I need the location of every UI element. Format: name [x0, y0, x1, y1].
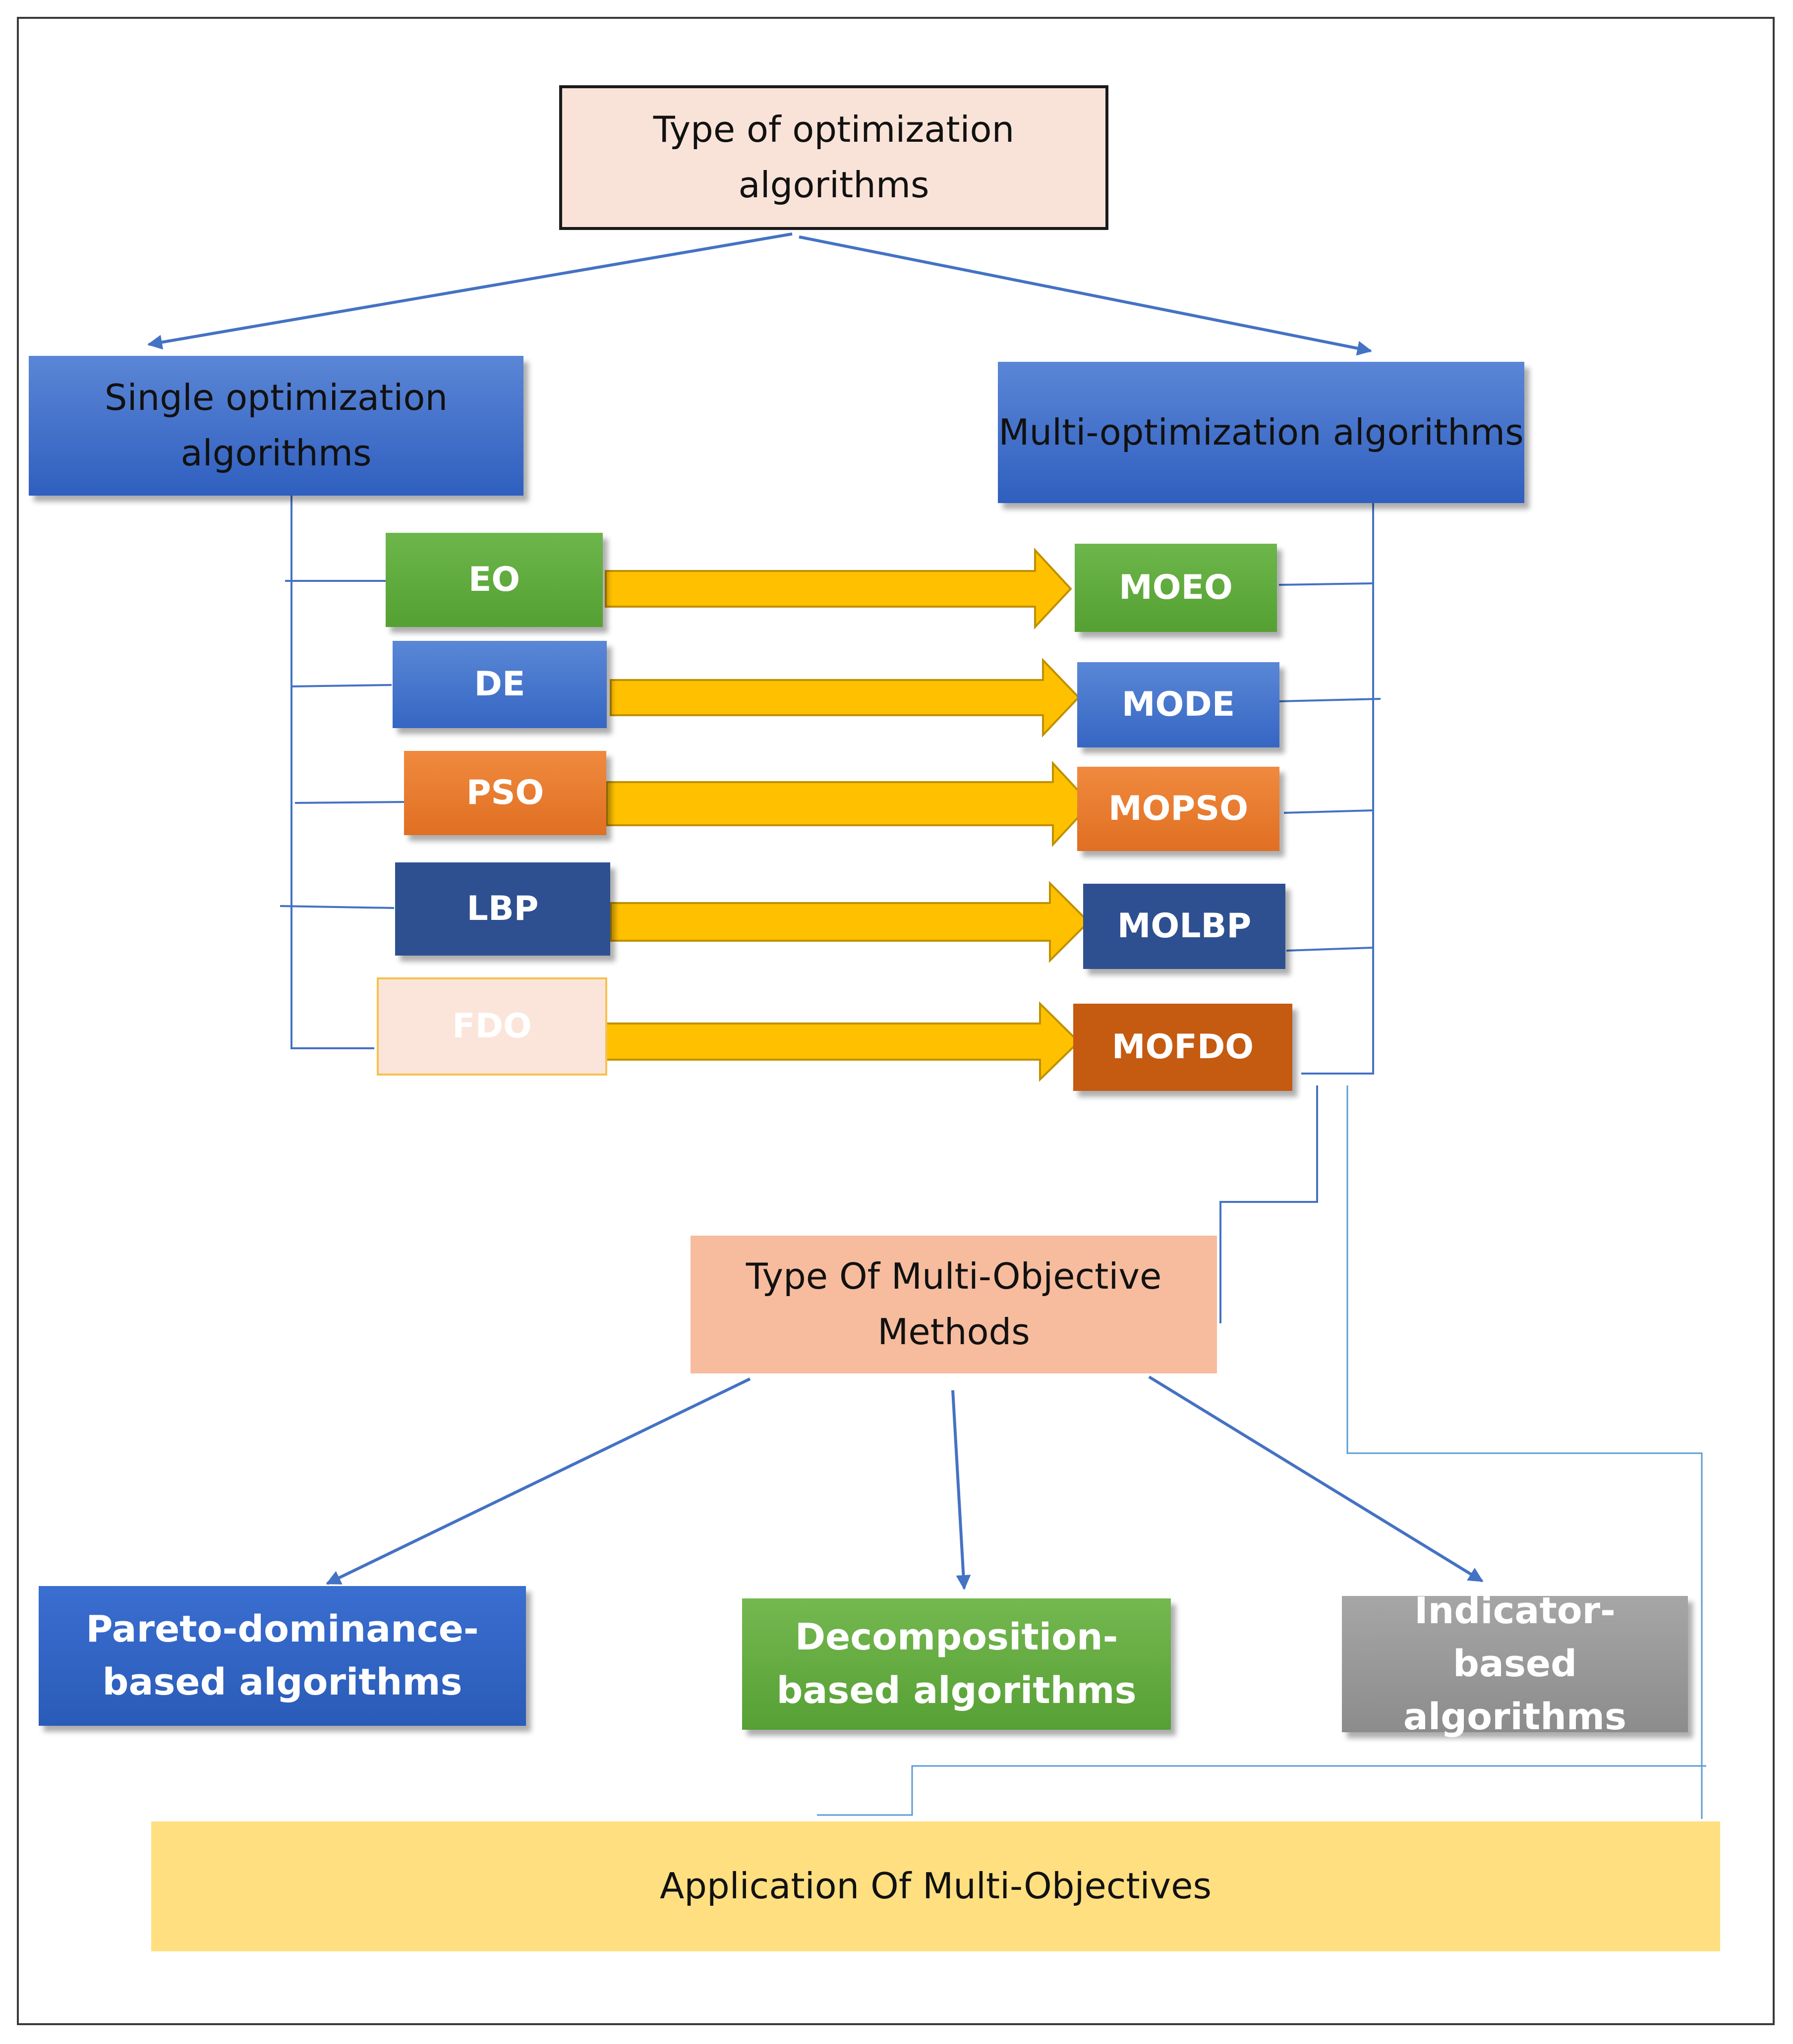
- algorithm-fdo: FDO: [377, 977, 607, 1076]
- method-pareto-dominance: Pareto-dominance-based algorithms: [39, 1586, 526, 1726]
- root-node: Type of optimization algorithms: [559, 85, 1108, 230]
- algorithm-label: MOLBP: [1117, 907, 1252, 946]
- methods-to-application-connector: [817, 1765, 1706, 1816]
- algorithm-mofdo: MOFDO: [1073, 1004, 1292, 1091]
- multi-objective-methods-node: Type Of Multi-Objective Methods: [691, 1236, 1217, 1373]
- multi-bracket: [1301, 503, 1374, 1075]
- methods-to-pareto-arrow: [326, 1377, 751, 1585]
- algorithm-label: MOFDO: [1111, 1027, 1254, 1067]
- transfer-arrow-lbp: [610, 881, 1090, 963]
- single-tick-lbp: [280, 905, 395, 909]
- transfer-arrow-fdo: [605, 1001, 1080, 1082]
- diagram-frame: [17, 17, 1775, 2025]
- multi-tick-mopso: [1283, 809, 1374, 814]
- multi-optimization-node: Multi-optimization algorithms: [998, 362, 1524, 503]
- single-bracket: [290, 496, 374, 1049]
- root-to-multi-arrow: [799, 235, 1372, 356]
- algorithm-label: EO: [468, 560, 521, 600]
- method-indicator: Indicator-based algorithms: [1342, 1590, 1688, 1738]
- single-tick-pso: [294, 801, 405, 804]
- multi-tick-molbp: [1286, 947, 1374, 952]
- multi-to-methods-connector: [1219, 1085, 1318, 1323]
- algorithm-pso: PSO: [404, 751, 606, 835]
- single-title: Single optimization algorithms: [104, 377, 448, 474]
- algorithm-label: MODE: [1121, 685, 1235, 725]
- single-optimization-node: Single optimization algorithms: [29, 356, 523, 496]
- algorithm-moeo: MOEO: [1075, 544, 1277, 632]
- algorithm-label: LBP: [466, 889, 539, 929]
- methods-title: Type Of Multi-Objective Methods: [746, 1255, 1162, 1353]
- multi-tick-mode: [1278, 698, 1381, 702]
- algorithm-eo: EO: [386, 533, 603, 627]
- algorithm-label: MOEO: [1119, 568, 1233, 608]
- algorithm-molbp: MOLBP: [1083, 884, 1285, 969]
- multi-tick-moeo: [1278, 582, 1374, 586]
- method-label: Decomposition-based algorithms: [776, 1616, 1137, 1712]
- multi-to-application-connector: [1346, 1085, 1703, 1819]
- root-to-single-arrow: [147, 232, 793, 350]
- method-label: Indicator-based algorithms: [1403, 1589, 1627, 1739]
- algorithm-label: DE: [474, 665, 525, 704]
- algorithm-mopso: MOPSO: [1077, 767, 1279, 851]
- algorithm-label: MOPSO: [1108, 789, 1249, 829]
- methods-to-decomposition-arrow: [951, 1390, 971, 1590]
- transfer-arrow-pso: [606, 760, 1092, 848]
- transfer-arrow-eo: [605, 547, 1072, 630]
- methods-to-indicator-arrow: [1148, 1375, 1484, 1583]
- method-decomposition: Decomposition-based algorithms: [742, 1598, 1171, 1730]
- method-label: Pareto-dominance-based algorithms: [86, 1607, 479, 1703]
- algorithm-de: DE: [393, 641, 607, 728]
- algorithm-label: FDO: [452, 1007, 532, 1046]
- single-tick-de: [291, 684, 392, 687]
- algorithm-label: PSO: [466, 773, 544, 813]
- application-title: Application Of Multi-Objectives: [660, 1865, 1212, 1907]
- transfer-arrow-de: [610, 658, 1080, 738]
- algorithm-lbp: LBP: [395, 862, 610, 956]
- application-node: Application Of Multi-Objectives: [151, 1821, 1720, 1951]
- root-title: Type of optimization algorithms: [653, 109, 1015, 206]
- algorithm-mode: MODE: [1077, 662, 1279, 747]
- multi-title: Multi-optimization algorithms: [998, 411, 1524, 453]
